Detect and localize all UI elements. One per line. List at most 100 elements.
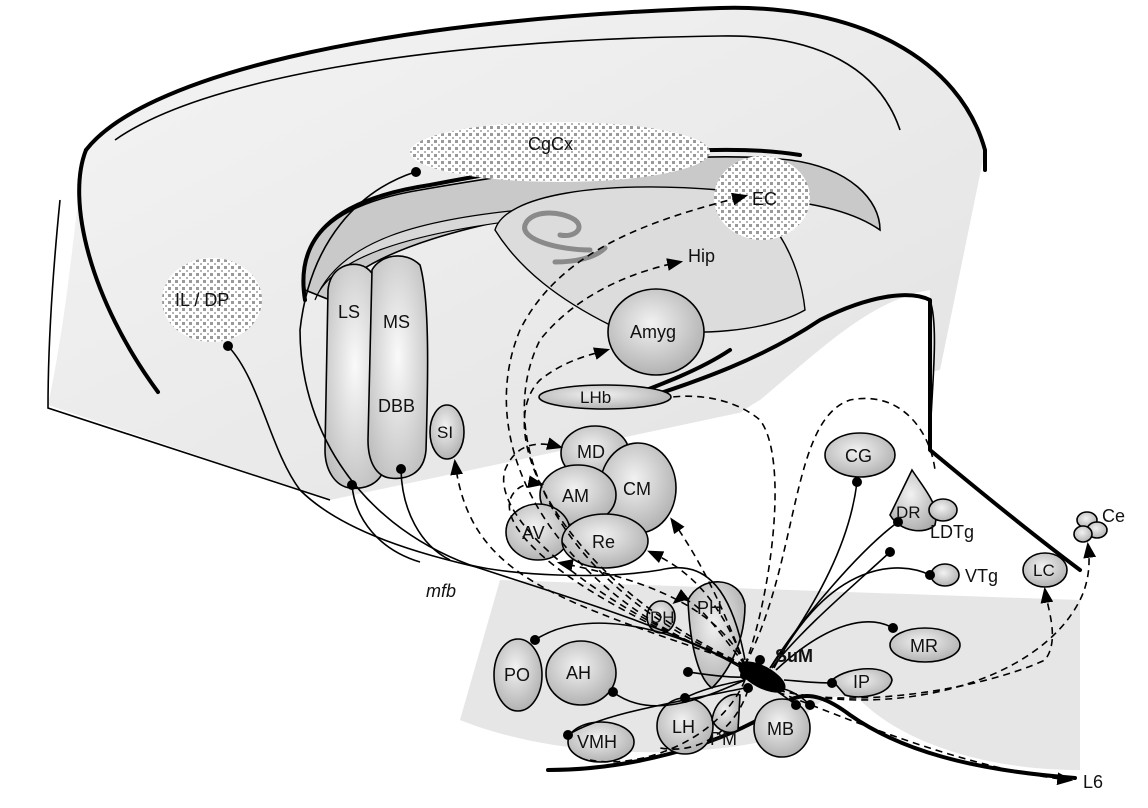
ldtg-nucleus xyxy=(928,498,958,522)
il-dp-region xyxy=(162,258,262,342)
efferent-l6 xyxy=(777,691,1074,786)
dot-sum-a xyxy=(755,655,765,665)
efferent-lh-lower xyxy=(659,689,749,750)
efferent-vmh-lower xyxy=(589,679,746,763)
efferent-am xyxy=(508,475,746,666)
pm-nucleus xyxy=(711,693,741,734)
brain-inner-front xyxy=(47,199,331,501)
afferent-po xyxy=(534,622,746,671)
label-ls: LS xyxy=(338,302,360,322)
label-amyg: Amyg xyxy=(630,322,676,342)
label-dbb: DBB xyxy=(378,396,415,416)
label-lh: LH xyxy=(672,717,695,737)
label-ce: Ce xyxy=(1102,506,1125,526)
cortex-band-outline xyxy=(301,147,802,302)
efferent-hip xyxy=(523,258,746,666)
dot-dr2 xyxy=(885,547,895,557)
cgcx-region xyxy=(410,122,710,182)
efferent-re xyxy=(647,550,746,666)
dot-vtg xyxy=(925,570,935,580)
label-dh: DH xyxy=(650,608,675,627)
efferent-dh xyxy=(672,589,746,666)
dot-ph xyxy=(683,667,693,677)
hippocampus-spiral-tail xyxy=(552,245,608,265)
dot-ip xyxy=(827,678,837,688)
label-dr: DR xyxy=(896,503,921,522)
label-mfb: mfb xyxy=(426,581,456,601)
amyg-nucleus xyxy=(607,288,705,376)
afferent-mr xyxy=(775,621,894,671)
label-pm: PM xyxy=(710,729,737,749)
mr-nucleus xyxy=(889,627,961,663)
afferent-vmh xyxy=(567,687,746,736)
cerebellum-notch xyxy=(929,299,936,451)
efferent-lc xyxy=(777,586,1054,699)
afferent-vtg xyxy=(773,567,931,669)
label-cg: CG xyxy=(845,446,872,466)
label-ms: MS xyxy=(383,312,410,332)
label-lc: LC xyxy=(1033,561,1055,580)
label-mr: MR xyxy=(910,636,938,656)
afferent-ip xyxy=(783,679,833,684)
cortex-inner-line xyxy=(114,35,901,141)
efferent-ce xyxy=(777,541,1097,701)
label-cgcx: CgCx xyxy=(528,134,573,154)
efferent-cm xyxy=(670,517,746,666)
label-ip: IP xyxy=(853,672,870,692)
dot-mb xyxy=(805,700,815,710)
ah-nucleus xyxy=(545,640,617,706)
afferent-ls xyxy=(351,484,421,563)
afferent-cgcx xyxy=(299,171,741,666)
afferent-ah xyxy=(612,679,746,707)
si-nucleus xyxy=(429,404,465,460)
dot-sum-b xyxy=(740,670,750,680)
dot-lh xyxy=(680,693,690,703)
label-ldtg: LDTg xyxy=(930,522,974,542)
dot-cgcx xyxy=(411,167,421,177)
dot-sum-c xyxy=(743,683,753,693)
brainstem-outline-top xyxy=(638,293,1082,572)
ip-nucleus xyxy=(830,668,893,698)
dr-nucleus xyxy=(889,468,937,532)
label-vmh: VMH xyxy=(577,732,617,752)
dot-dbb xyxy=(396,464,406,474)
label-av: AV xyxy=(522,523,545,543)
label-re: Re xyxy=(592,532,615,552)
afferent-il xyxy=(227,345,481,569)
dot-ls xyxy=(347,480,357,490)
efferent-amyg xyxy=(523,347,746,666)
vtg-nucleus xyxy=(930,563,960,587)
efferent-si xyxy=(450,458,746,666)
lhb-nucleus xyxy=(538,384,672,410)
dot-il xyxy=(223,341,233,351)
label-il-dp: IL / DP xyxy=(175,290,229,310)
efferent-lhb xyxy=(671,395,776,666)
label-md: MD xyxy=(577,442,605,462)
cg-nucleus xyxy=(824,432,896,478)
efferent-md xyxy=(502,437,746,666)
dot-mr xyxy=(888,623,898,633)
label-am: AM xyxy=(562,486,589,506)
label-hip: Hip xyxy=(688,246,715,266)
afferent-dbb xyxy=(400,469,451,561)
dot-mb2 xyxy=(791,700,801,710)
dot-vmh xyxy=(563,730,573,740)
dot-cg xyxy=(852,477,862,487)
efferent-dr xyxy=(744,397,936,666)
ce-nucleus xyxy=(1073,511,1108,543)
afferent-dr2 xyxy=(771,551,891,669)
hippocampus-spiral xyxy=(522,210,593,253)
efferent-ec xyxy=(505,192,749,666)
dot-ah xyxy=(608,687,618,697)
afferent-dr xyxy=(769,521,899,669)
re-nucleus xyxy=(561,513,649,569)
brain-outline-front xyxy=(77,148,160,394)
label-ec: EC xyxy=(752,189,777,209)
label-lhb: LHb xyxy=(580,388,611,407)
sum-nucleus xyxy=(738,661,786,693)
label-mb: MB xyxy=(767,719,794,739)
ec-region xyxy=(714,156,810,240)
label-vtg: VTg xyxy=(965,566,998,586)
label-po: PO xyxy=(504,665,530,685)
